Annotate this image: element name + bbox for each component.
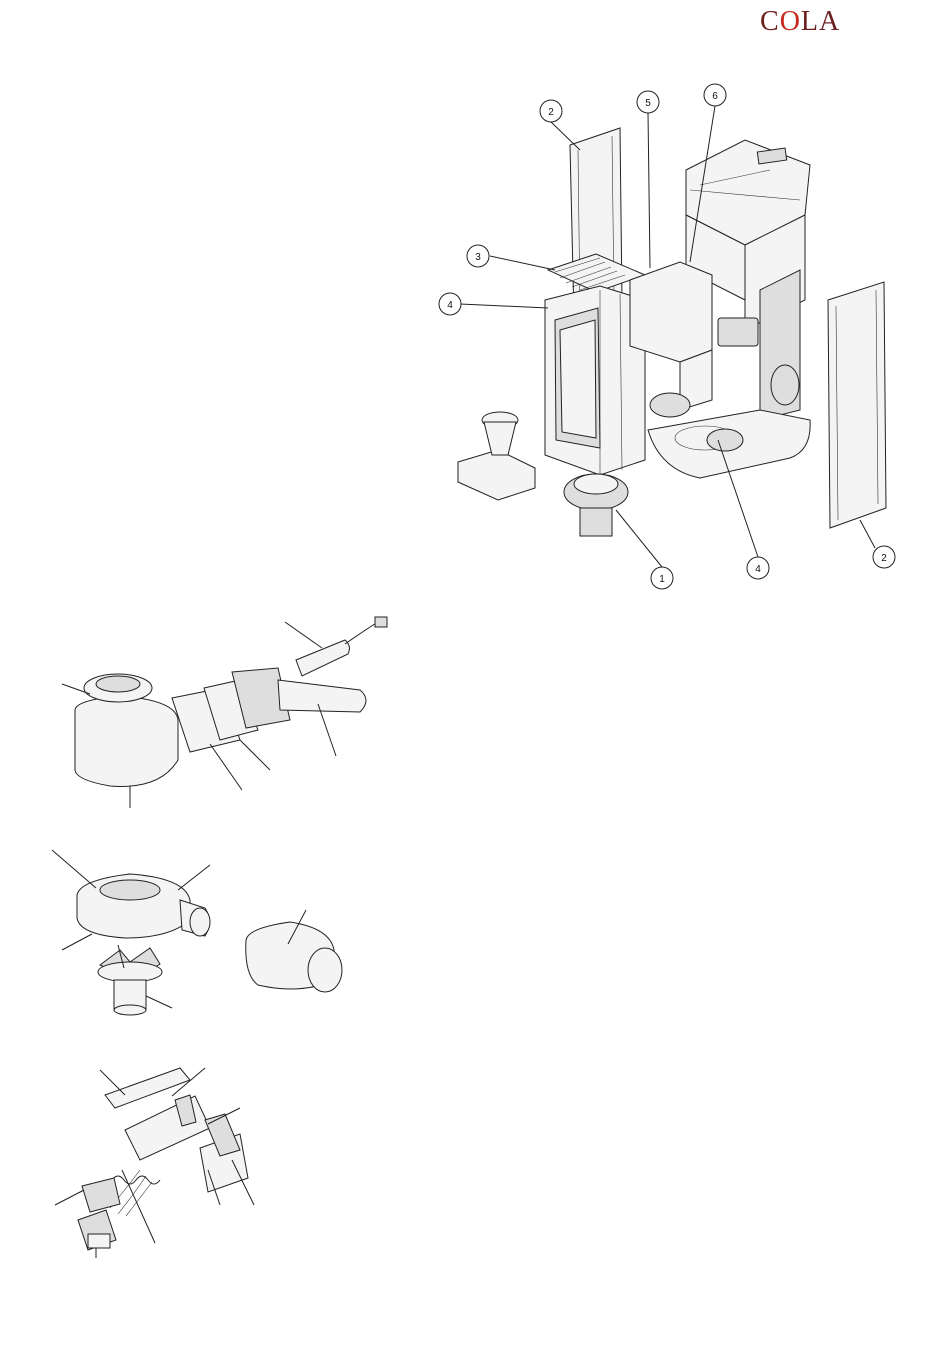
callout-3: 3 <box>467 245 489 267</box>
svg-text:4: 4 <box>447 300 453 311</box>
right-side-panel <box>828 282 886 528</box>
brazier-pan <box>458 412 535 500</box>
svg-text:3: 3 <box>475 252 481 263</box>
detail-auger-feed <box>55 1068 254 1258</box>
callout-1: 1 <box>651 567 673 589</box>
svg-text:2: 2 <box>548 107 554 118</box>
callout-5: 5 <box>637 91 659 113</box>
callout-2-right: 2 <box>873 546 895 568</box>
detail-fan-motor <box>52 850 342 1015</box>
svg-text:6: 6 <box>712 91 718 102</box>
svg-text:1: 1 <box>659 574 665 585</box>
callout-2-top: 2 <box>540 100 562 122</box>
main-exploded-view: 2 5 6 3 4 1 4 2 <box>439 84 895 589</box>
svg-text:4: 4 <box>755 564 761 575</box>
svg-text:2: 2 <box>881 553 887 564</box>
combustion-fan <box>564 474 628 536</box>
detail-igniter-assembly <box>62 617 387 808</box>
callout-6: 6 <box>704 84 726 106</box>
callout-4-right: 4 <box>747 557 769 579</box>
svg-text:5: 5 <box>645 98 651 109</box>
callout-4-left: 4 <box>439 293 461 315</box>
